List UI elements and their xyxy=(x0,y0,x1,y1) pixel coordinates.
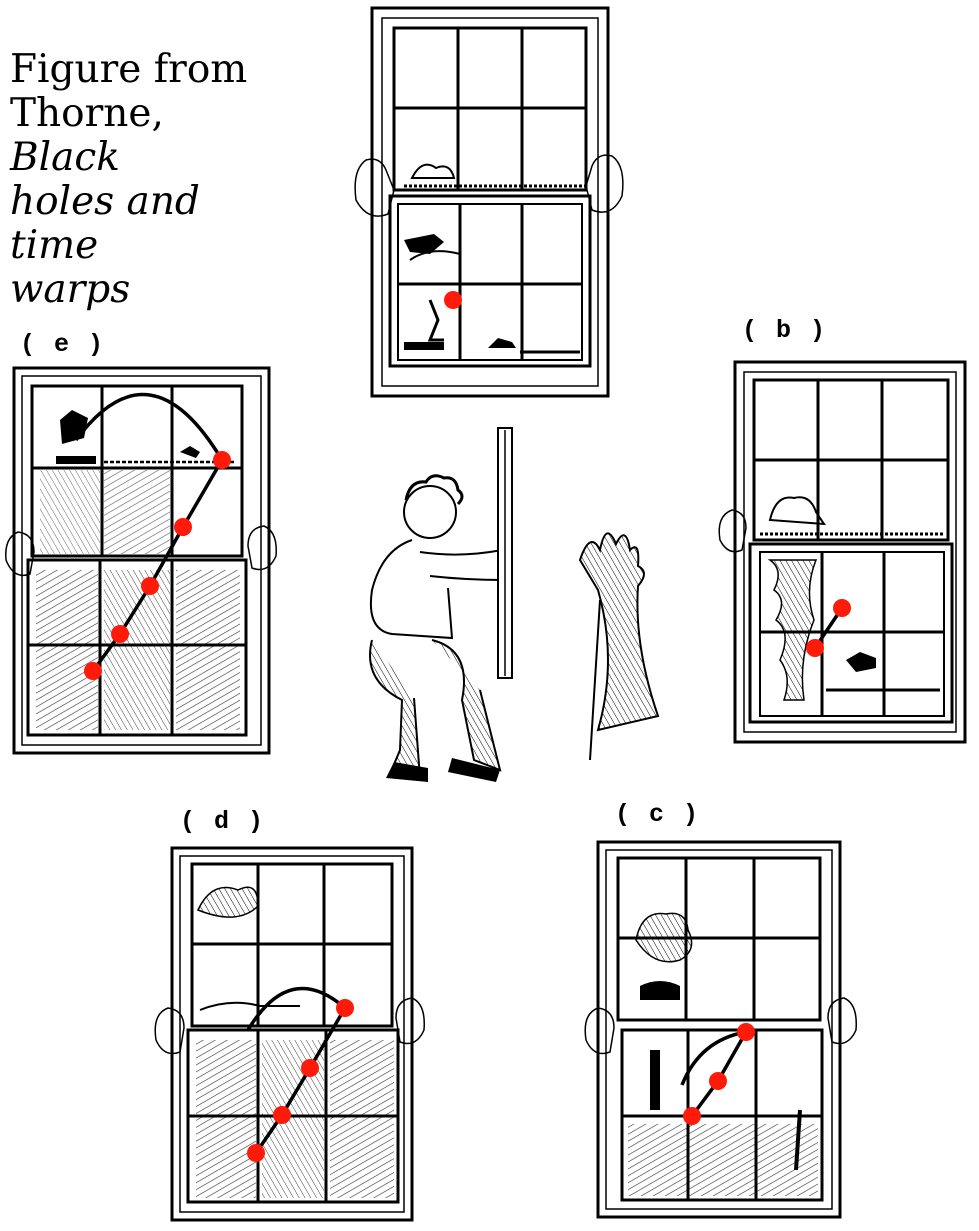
trajectory-point xyxy=(806,639,824,657)
panel-label-e: ( e ) xyxy=(20,330,106,359)
trajectory-point xyxy=(273,1106,291,1124)
trajectory-point xyxy=(833,599,851,617)
trajectory-overlay xyxy=(74,291,851,1162)
caption-line-2a: Thorne, xyxy=(10,91,164,136)
trajectory-point xyxy=(111,625,129,643)
caption-line-1: Figure from xyxy=(10,47,248,92)
window-panel-c xyxy=(584,840,857,1219)
trajectory-point xyxy=(213,451,231,469)
caption-line-3: holes and time xyxy=(10,179,200,268)
tree-illustration xyxy=(578,532,660,761)
panel-label-b: ( b ) xyxy=(742,316,828,345)
trajectory-point xyxy=(709,1072,727,1090)
trajectory-point xyxy=(737,1023,755,1041)
window-panel-d xyxy=(154,846,425,1222)
trajectory-point xyxy=(84,662,102,680)
panel-label-d: ( d ) xyxy=(180,807,266,836)
trajectory-point xyxy=(247,1144,265,1162)
window-panel-a xyxy=(354,6,624,398)
trajectory-point xyxy=(683,1107,701,1125)
window-panel-e xyxy=(5,366,277,755)
caption-line-4: warps xyxy=(10,267,131,312)
trajectory-point xyxy=(336,999,354,1017)
trajectory-point xyxy=(174,518,192,536)
caption-line-2b: Black xyxy=(10,135,120,180)
person-holding-window xyxy=(369,427,513,782)
trajectory-point xyxy=(301,1059,319,1077)
figure-caption: Figure from Thorne, Black holes and time… xyxy=(10,48,250,312)
trajectory-point xyxy=(141,577,159,595)
window-panel-b xyxy=(718,360,967,744)
panel-label-c: ( c ) xyxy=(615,800,701,829)
trajectory-point xyxy=(444,291,462,309)
